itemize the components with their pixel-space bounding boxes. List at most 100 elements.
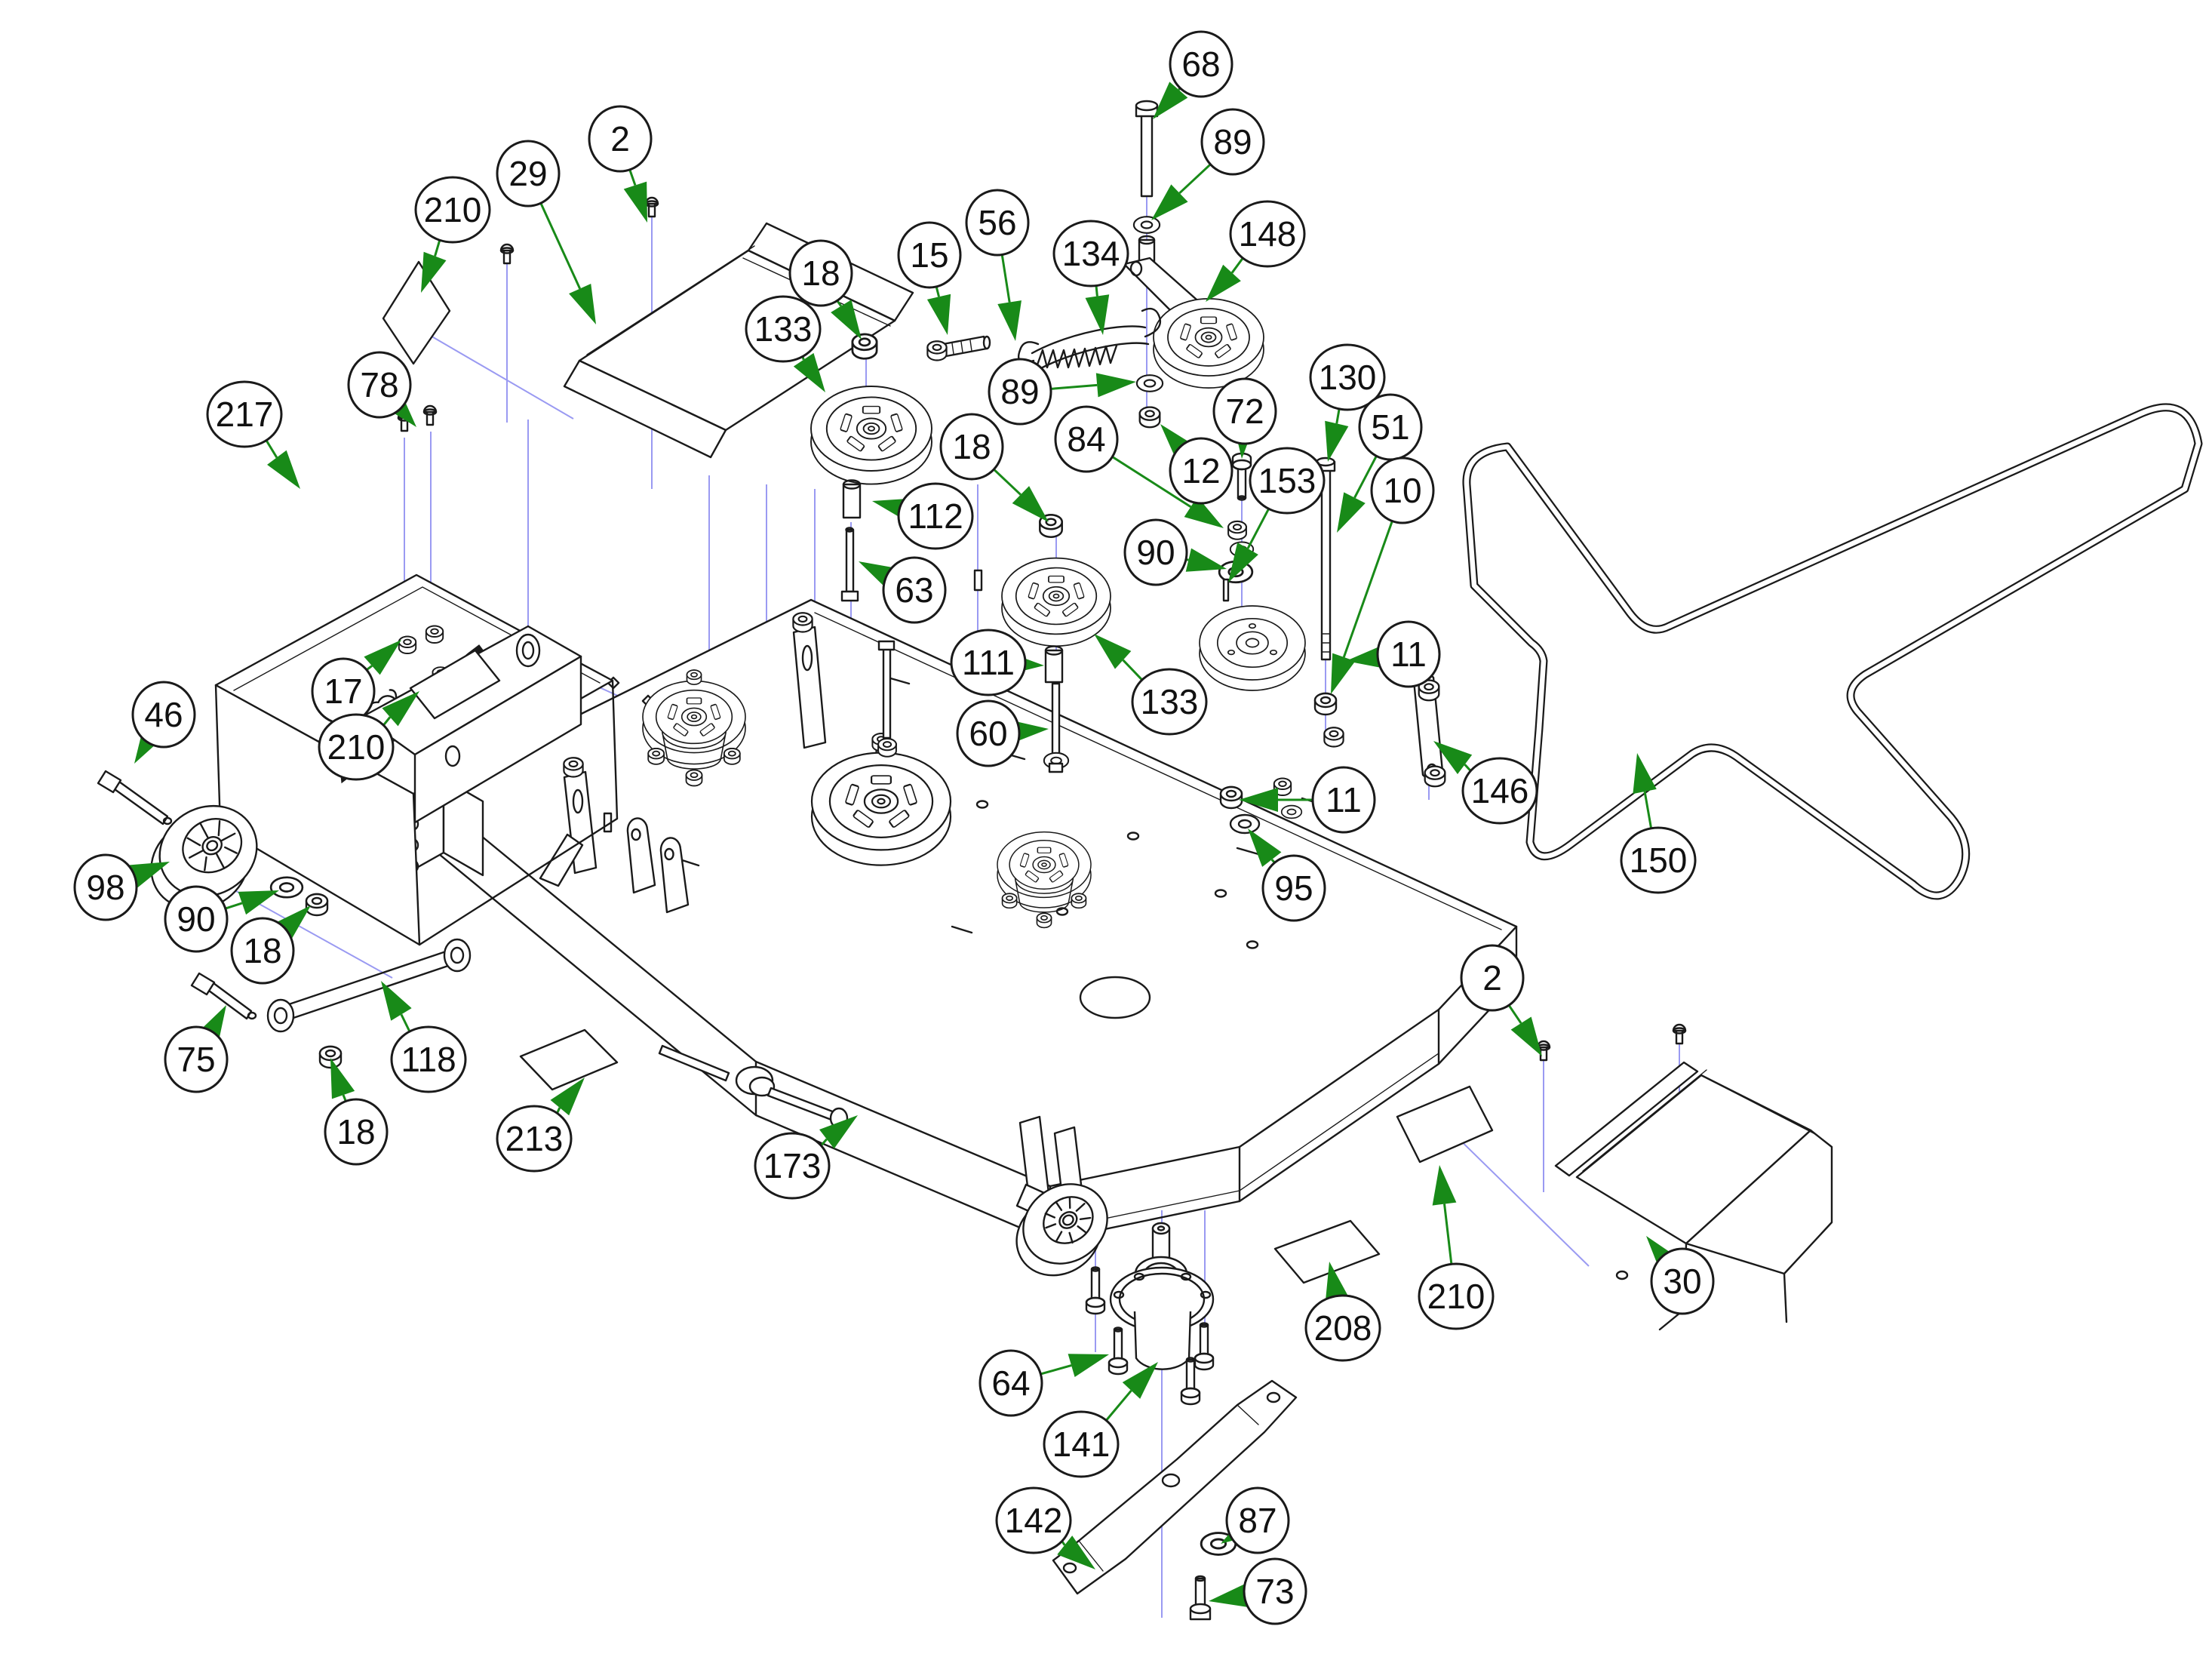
callout-balloon (754, 1132, 831, 1200)
idler-arm-upper (792, 612, 827, 749)
callout-number: 153 (1258, 461, 1316, 500)
callout-72: 72 (1212, 377, 1277, 459)
callout-64: 64 (979, 1349, 1109, 1417)
callout-balloon (1370, 456, 1435, 524)
callout-95: 95 (1248, 828, 1326, 922)
callout-number: 112 (908, 496, 963, 536)
callout-balloon (956, 699, 1021, 767)
callout-balloon (324, 1098, 389, 1166)
callout-141: 141 (1043, 1362, 1158, 1478)
callout-number: 56 (978, 203, 1016, 242)
callout-number: 90 (1136, 533, 1175, 572)
callout-number: 11 (1326, 780, 1362, 819)
callout-90: 90 (164, 885, 279, 953)
callout-number: 173 (763, 1146, 822, 1185)
callout-balloon (164, 1025, 229, 1093)
callout-12: 12 (1160, 424, 1233, 505)
callout-146: 146 (1433, 741, 1538, 825)
callout-balloon (1229, 200, 1306, 268)
callout-balloon (745, 295, 822, 363)
callout-89: 89 (988, 358, 1136, 426)
callout-number: 98 (86, 868, 124, 907)
callout-number: 46 (144, 695, 183, 734)
callout-18: 18 (788, 239, 862, 340)
spindle-assembly (1085, 1222, 1215, 1406)
callout-78: 78 (347, 351, 416, 427)
link-146 (1412, 672, 1446, 788)
callout-balloon (1043, 1410, 1120, 1478)
callout-number: 90 (177, 899, 215, 939)
callout-number: 18 (952, 427, 991, 466)
callout-number: 63 (895, 570, 933, 610)
callout-balloon (1123, 518, 1188, 586)
callout-29: 29 (496, 140, 596, 324)
callout-balloon (1460, 944, 1525, 1012)
callout-number: 141 (1052, 1425, 1111, 1464)
callout-17: 17 (311, 640, 401, 725)
callout-number: 148 (1239, 214, 1297, 254)
callout-balloon (73, 853, 138, 921)
callout-number: 84 (1067, 420, 1105, 459)
callout-balloon (206, 380, 283, 448)
callout-number: 146 (1471, 771, 1529, 810)
wheel-hardware (97, 770, 329, 917)
callout-number: 75 (177, 1040, 215, 1079)
deck-bracket-tabs (626, 817, 690, 914)
idler-stack-center (1001, 514, 1111, 773)
callout-10: 10 (1331, 456, 1435, 694)
callout-number: 11 (1390, 635, 1427, 674)
callout-balloon (1650, 1247, 1715, 1315)
callout-balloon (988, 358, 1052, 426)
callout-87: 87 (1221, 1486, 1290, 1554)
callout-150: 150 (1620, 753, 1697, 894)
callout-number: 210 (424, 190, 482, 229)
transport-arm (190, 938, 472, 1069)
callout-46: 46 (131, 681, 196, 764)
callout-18: 18 (939, 413, 1049, 522)
callout-75: 75 (164, 1005, 229, 1093)
callout-balloon (1212, 377, 1277, 445)
decal-labels (382, 260, 1494, 1284)
callout-number: 51 (1371, 407, 1409, 447)
callout-number: 210 (327, 727, 386, 767)
callout-133: 133 (1094, 634, 1208, 736)
callout-balloon (1243, 1557, 1307, 1625)
callout-208: 208 (1304, 1262, 1381, 1362)
callout-18: 18 (324, 1058, 389, 1166)
callout-68: 68 (1153, 30, 1233, 119)
callout-number: 87 (1238, 1501, 1277, 1540)
callout-balloon (347, 351, 412, 419)
callout-217: 217 (206, 380, 300, 489)
drive-belt (1462, 403, 2203, 900)
callout-18: 18 (230, 905, 311, 985)
callout-number: 10 (1383, 471, 1421, 510)
callout-number: 133 (754, 309, 813, 349)
callout-balloon (1249, 447, 1326, 515)
callout-balloon (979, 1349, 1043, 1417)
callout-balloon (164, 885, 229, 953)
callout-balloon (965, 189, 1030, 257)
callout-number: 18 (801, 254, 840, 293)
callout-130: 130 (1309, 343, 1386, 462)
callout-number: 12 (1181, 451, 1220, 490)
callout-56: 56 (965, 189, 1030, 341)
callout-number: 18 (336, 1112, 375, 1151)
callout-number: 150 (1630, 841, 1688, 880)
callout-210: 210 (1418, 1165, 1495, 1330)
callout-84: 84 (1054, 405, 1224, 528)
callout-153: 153 (1228, 447, 1326, 583)
callout-balloon (1261, 854, 1326, 922)
callout-210: 210 (318, 691, 419, 781)
callout-number: 217 (216, 395, 274, 434)
callout-142: 142 (995, 1486, 1095, 1569)
callout-number: 2 (1482, 958, 1502, 998)
callout-73: 73 (1209, 1557, 1307, 1625)
callout-number: 30 (1663, 1262, 1701, 1301)
callout-15: 15 (897, 221, 962, 335)
callout-118: 118 (381, 981, 467, 1093)
callout-2: 2 (1460, 944, 1542, 1056)
callout-number: 17 (324, 672, 362, 711)
callout-balloon (1131, 668, 1208, 736)
badboy-cover: BAD BOY (214, 573, 619, 946)
